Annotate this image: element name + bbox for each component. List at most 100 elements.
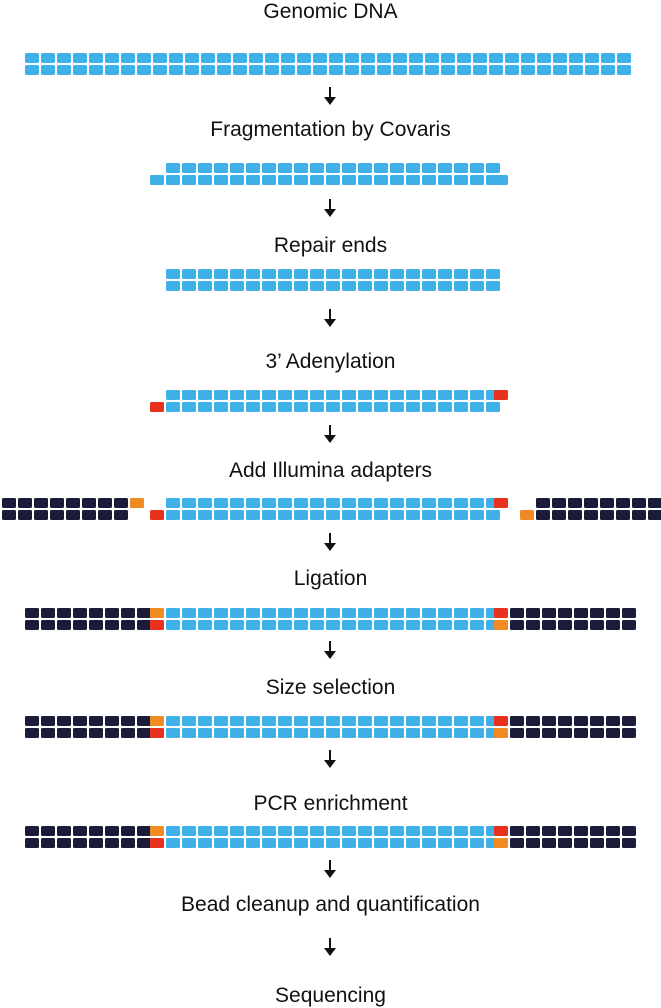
adapter-cell [57, 838, 71, 848]
down-arrow-icon [323, 309, 337, 327]
junction-cell [494, 620, 508, 630]
adapter-cell [510, 716, 524, 726]
dna-strand-cell [310, 269, 324, 279]
step-label-sequencing: Sequencing [275, 984, 386, 1007]
adapter-cell [574, 620, 588, 630]
adapter-cell [137, 608, 151, 618]
dna-strand-cell [185, 65, 199, 75]
adapter-cell [606, 620, 620, 630]
adapter-cell [73, 620, 87, 630]
dna-strand-cell [390, 620, 404, 630]
dna-strand-cell [246, 390, 260, 400]
dna-strand-cell [297, 53, 311, 63]
dna-strand-cell [585, 53, 599, 63]
adapter-cell [57, 728, 71, 738]
adapter-cell [114, 510, 128, 520]
dna-strand-cell [361, 53, 375, 63]
step-label-repair-ends: Repair ends [273, 234, 388, 257]
dna-strand-cell [486, 498, 500, 508]
adapter-cell [114, 498, 128, 508]
a-overhang-cell [150, 402, 164, 412]
dna-strand-cell [121, 65, 135, 75]
adapter-cell [25, 716, 39, 726]
dna-strand-cell [505, 53, 519, 63]
adapter-cell [18, 498, 32, 508]
dna-strand-cell [569, 65, 583, 75]
dna-strand-cell [198, 608, 212, 618]
dna-strand-cell [390, 402, 404, 412]
adapter-cell [50, 498, 64, 508]
a-overhang-cell [150, 510, 164, 520]
dna-strand-cell [374, 608, 388, 618]
dna-strand-cell [470, 498, 484, 508]
adapter-cell [574, 826, 588, 836]
dna-strand-cell [457, 65, 471, 75]
dna-strand-cell [486, 620, 500, 630]
dna-strand-cell [422, 402, 436, 412]
dna-strand-cell [150, 175, 164, 185]
dna-strand-cell [470, 728, 484, 738]
dna-strand-cell [345, 53, 359, 63]
adapter-cell [41, 728, 55, 738]
adapter-cell [121, 608, 135, 618]
dna-strand-cell [198, 510, 212, 520]
adapter-cell [616, 498, 630, 508]
dna-strand-cell [166, 390, 180, 400]
adapter-cell [82, 498, 96, 508]
dna-strand-cell [358, 402, 372, 412]
adapter-cell [105, 608, 119, 618]
dna-strand-cell [454, 163, 468, 173]
dna-strand-cell [278, 728, 292, 738]
adapter-cell [606, 728, 620, 738]
dna-strand-cell [169, 65, 183, 75]
adapter-cell [526, 838, 540, 848]
dna-strand-cell [249, 53, 263, 63]
dna-strand-cell [406, 498, 420, 508]
adapter-cell [526, 716, 540, 726]
adapter-cell [622, 620, 636, 630]
dna-strand-cell [470, 281, 484, 291]
dna-strand-cell [438, 175, 452, 185]
dna-strand-cell [454, 390, 468, 400]
adapter-cell [105, 826, 119, 836]
dna-strand-cell [454, 269, 468, 279]
dna-strand-cell [374, 390, 388, 400]
dna-strand-cell [390, 175, 404, 185]
adapter-cell [622, 838, 636, 848]
dna-strand-cell [278, 826, 292, 836]
adapter-cell [632, 498, 646, 508]
dna-strand-cell [310, 608, 324, 618]
dna-strand-cell [246, 175, 260, 185]
adapter-cell [137, 620, 151, 630]
adapter-cell [25, 826, 39, 836]
dna-strand-cell [441, 65, 455, 75]
dna-strand-cell [233, 65, 247, 75]
adapter-cell [121, 826, 135, 836]
dna-strand-cell [329, 53, 343, 63]
adapter-cell [57, 620, 71, 630]
dna-strand-cell [374, 838, 388, 848]
adapter-cell [2, 510, 16, 520]
dna-strand-cell [406, 838, 420, 848]
dna-strand-cell [169, 53, 183, 63]
adapter-cell [568, 510, 582, 520]
dna-strand-cell [262, 402, 276, 412]
adapter-cell [574, 838, 588, 848]
dna-strand-cell [374, 826, 388, 836]
dna-strand-cell [406, 510, 420, 520]
dna-strand-cell [262, 269, 276, 279]
dna-strand-cell [617, 53, 631, 63]
dna-strand-cell [617, 65, 631, 75]
dna-strand-cell [326, 826, 340, 836]
dna-strand-cell [262, 163, 276, 173]
adapter-cell [41, 826, 55, 836]
dna-strand-cell [326, 390, 340, 400]
dna-strand-cell [217, 65, 231, 75]
junction-cell [494, 826, 508, 836]
adapter-cell [574, 608, 588, 618]
dna-strand-cell [294, 163, 308, 173]
dna-strand-cell [198, 716, 212, 726]
dna-strand-cell [182, 269, 196, 279]
dna-strand-cell [374, 620, 388, 630]
dna-strand-cell [390, 510, 404, 520]
